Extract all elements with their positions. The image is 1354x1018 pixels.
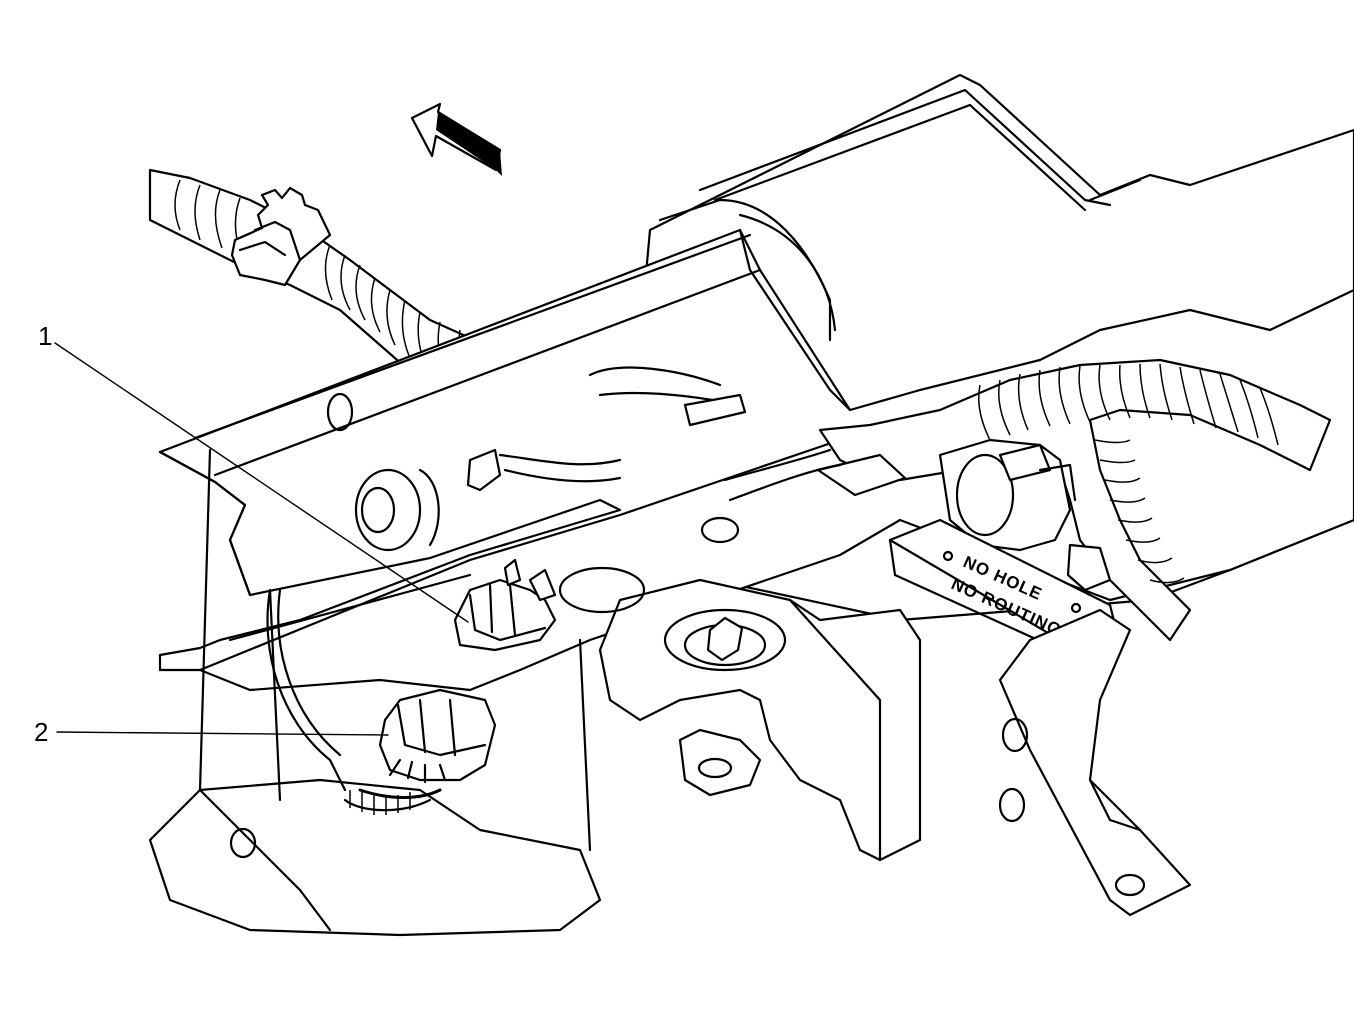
direction-arrow-icon bbox=[410, 102, 502, 176]
mounting-bracket-right bbox=[998, 608, 1192, 917]
harness-clip-upper bbox=[230, 186, 332, 287]
callout-1-label: 1 bbox=[38, 321, 52, 351]
grommet bbox=[354, 468, 440, 552]
connector-cluster-right bbox=[938, 438, 1112, 592]
harness-center bbox=[498, 366, 842, 502]
crossmember-plate bbox=[158, 228, 1354, 692]
callout-2-leader bbox=[56, 731, 389, 736]
connector-1 bbox=[453, 558, 557, 652]
callout-leaders bbox=[54, 342, 469, 736]
mounting-bracket-left bbox=[148, 448, 602, 937]
connector-2 bbox=[266, 588, 497, 815]
frame-crossmember-lower bbox=[598, 578, 922, 862]
callout-1-leader bbox=[54, 342, 469, 623]
callout-2-label: 2 bbox=[34, 717, 48, 747]
